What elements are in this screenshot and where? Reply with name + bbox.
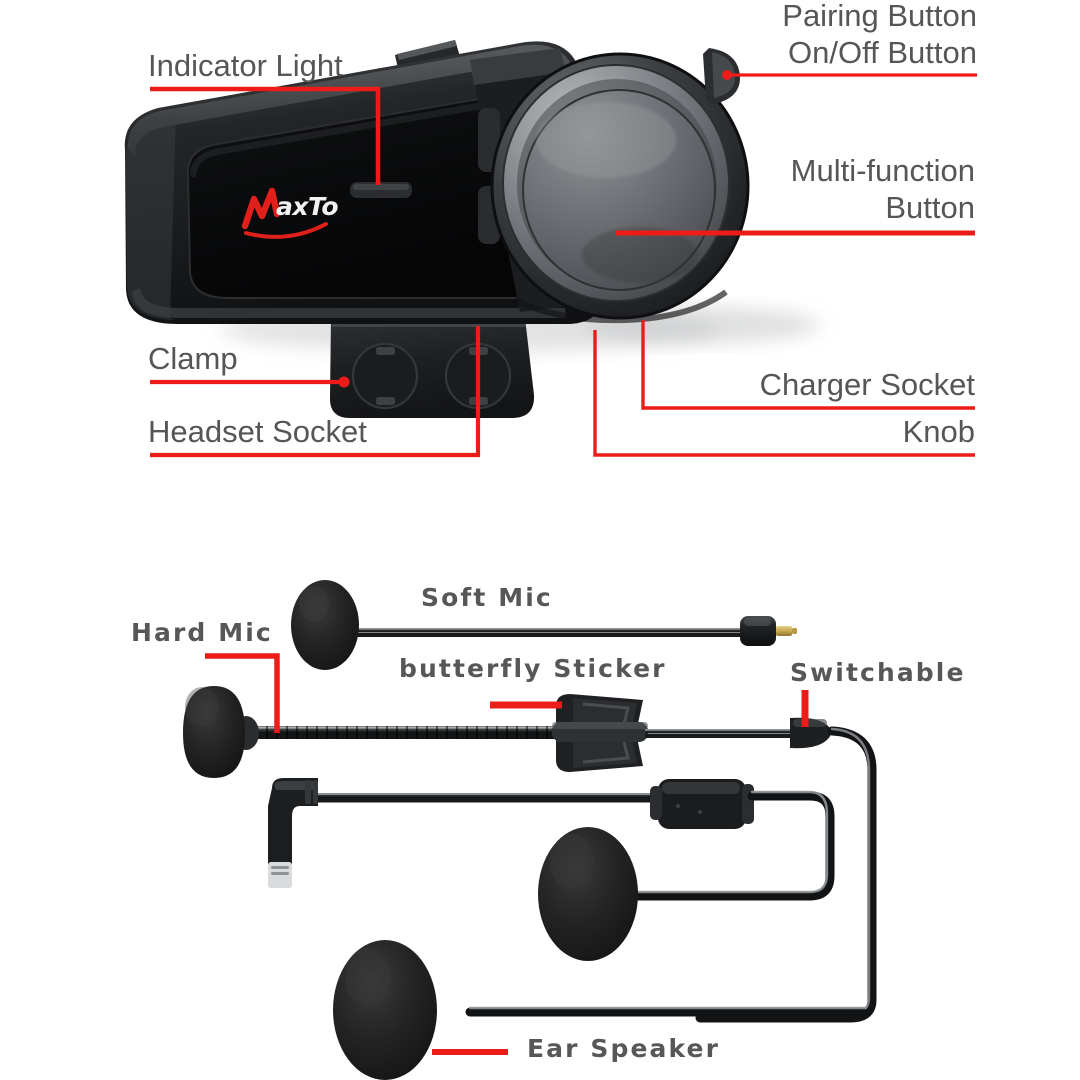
micro-usb-plug [268,778,318,888]
leader-hard-mic [205,653,280,733]
multifunction-knob-assembly [490,52,750,320]
label-pairing-button: Pairing Button [782,0,977,33]
leader-charger-socket [641,320,975,410]
label-soft-mic: Soft Mic [421,583,553,612]
label-switchable: Switchable [790,658,966,687]
hard-mic-assembly [183,686,568,778]
label-multi-function: Multi-function [790,153,975,188]
soft-mic-foam [291,580,359,670]
butterfly-sticker-mount [552,694,648,772]
leader-knob [593,330,975,457]
label-charger-socket: Charger Socket [759,367,975,402]
inline-splitter-module [318,779,754,829]
pairing-onoff-button-nub [703,48,741,104]
label-butterfly-sticker: butterfly Sticker [399,654,667,683]
leader-lines [150,70,977,1055]
label-headset-socket: Headset Socket [148,414,367,449]
leader-indicator-light [150,86,381,185]
soft-mic-assembly [291,580,797,670]
ear-speaker-upper [538,827,638,961]
label-clamp: Clamp [148,341,238,376]
hard-mic-foam [183,686,245,778]
svg-text:axTo: axTo [276,192,338,221]
headset-unit-illustration: axTo [124,40,820,418]
clamp-plate [329,318,535,418]
ear-speaker-lower [333,940,437,1080]
label-knob: Knob [902,414,975,449]
mic-speaker-kit-illustration [183,580,877,1080]
label-multi-function-button: Button [885,190,975,225]
maxto-logo: axTo [241,187,339,239]
label-hard-mic: Hard Mic [131,618,273,647]
leader-headset-socket [150,326,481,458]
label-ear-speaker: Ear Speaker [527,1034,721,1063]
label-indicator-light: Indicator Light [148,48,343,83]
label-onoff-button: On/Off Button [788,35,977,70]
switchable-connector [695,717,877,1023]
